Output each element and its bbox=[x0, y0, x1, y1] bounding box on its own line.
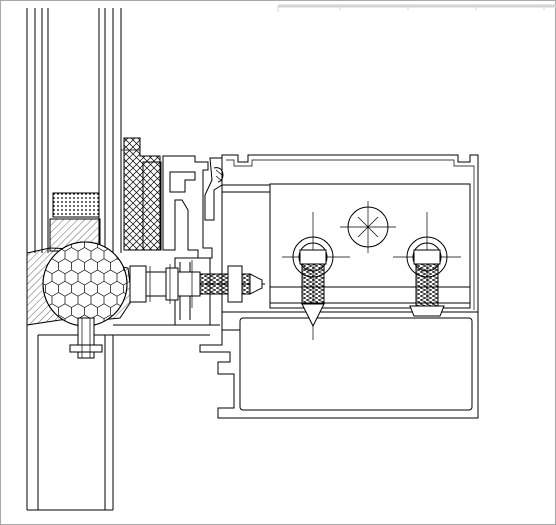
self-tapping-screw-right bbox=[393, 212, 461, 317]
desiccant-spacer bbox=[52, 192, 100, 218]
center-marker bbox=[340, 201, 396, 253]
anchor-bolt bbox=[129, 260, 265, 308]
top-ruler bbox=[277, 4, 556, 12]
self-tapping-screw-left bbox=[282, 212, 350, 340]
aluminum-transom-profile bbox=[199, 311, 479, 419]
insulating-glass-unit bbox=[26, 8, 122, 253]
structural-sealant bbox=[121, 137, 162, 251]
backer-rod bbox=[42, 241, 128, 327]
lower-frame bbox=[26, 317, 220, 511]
